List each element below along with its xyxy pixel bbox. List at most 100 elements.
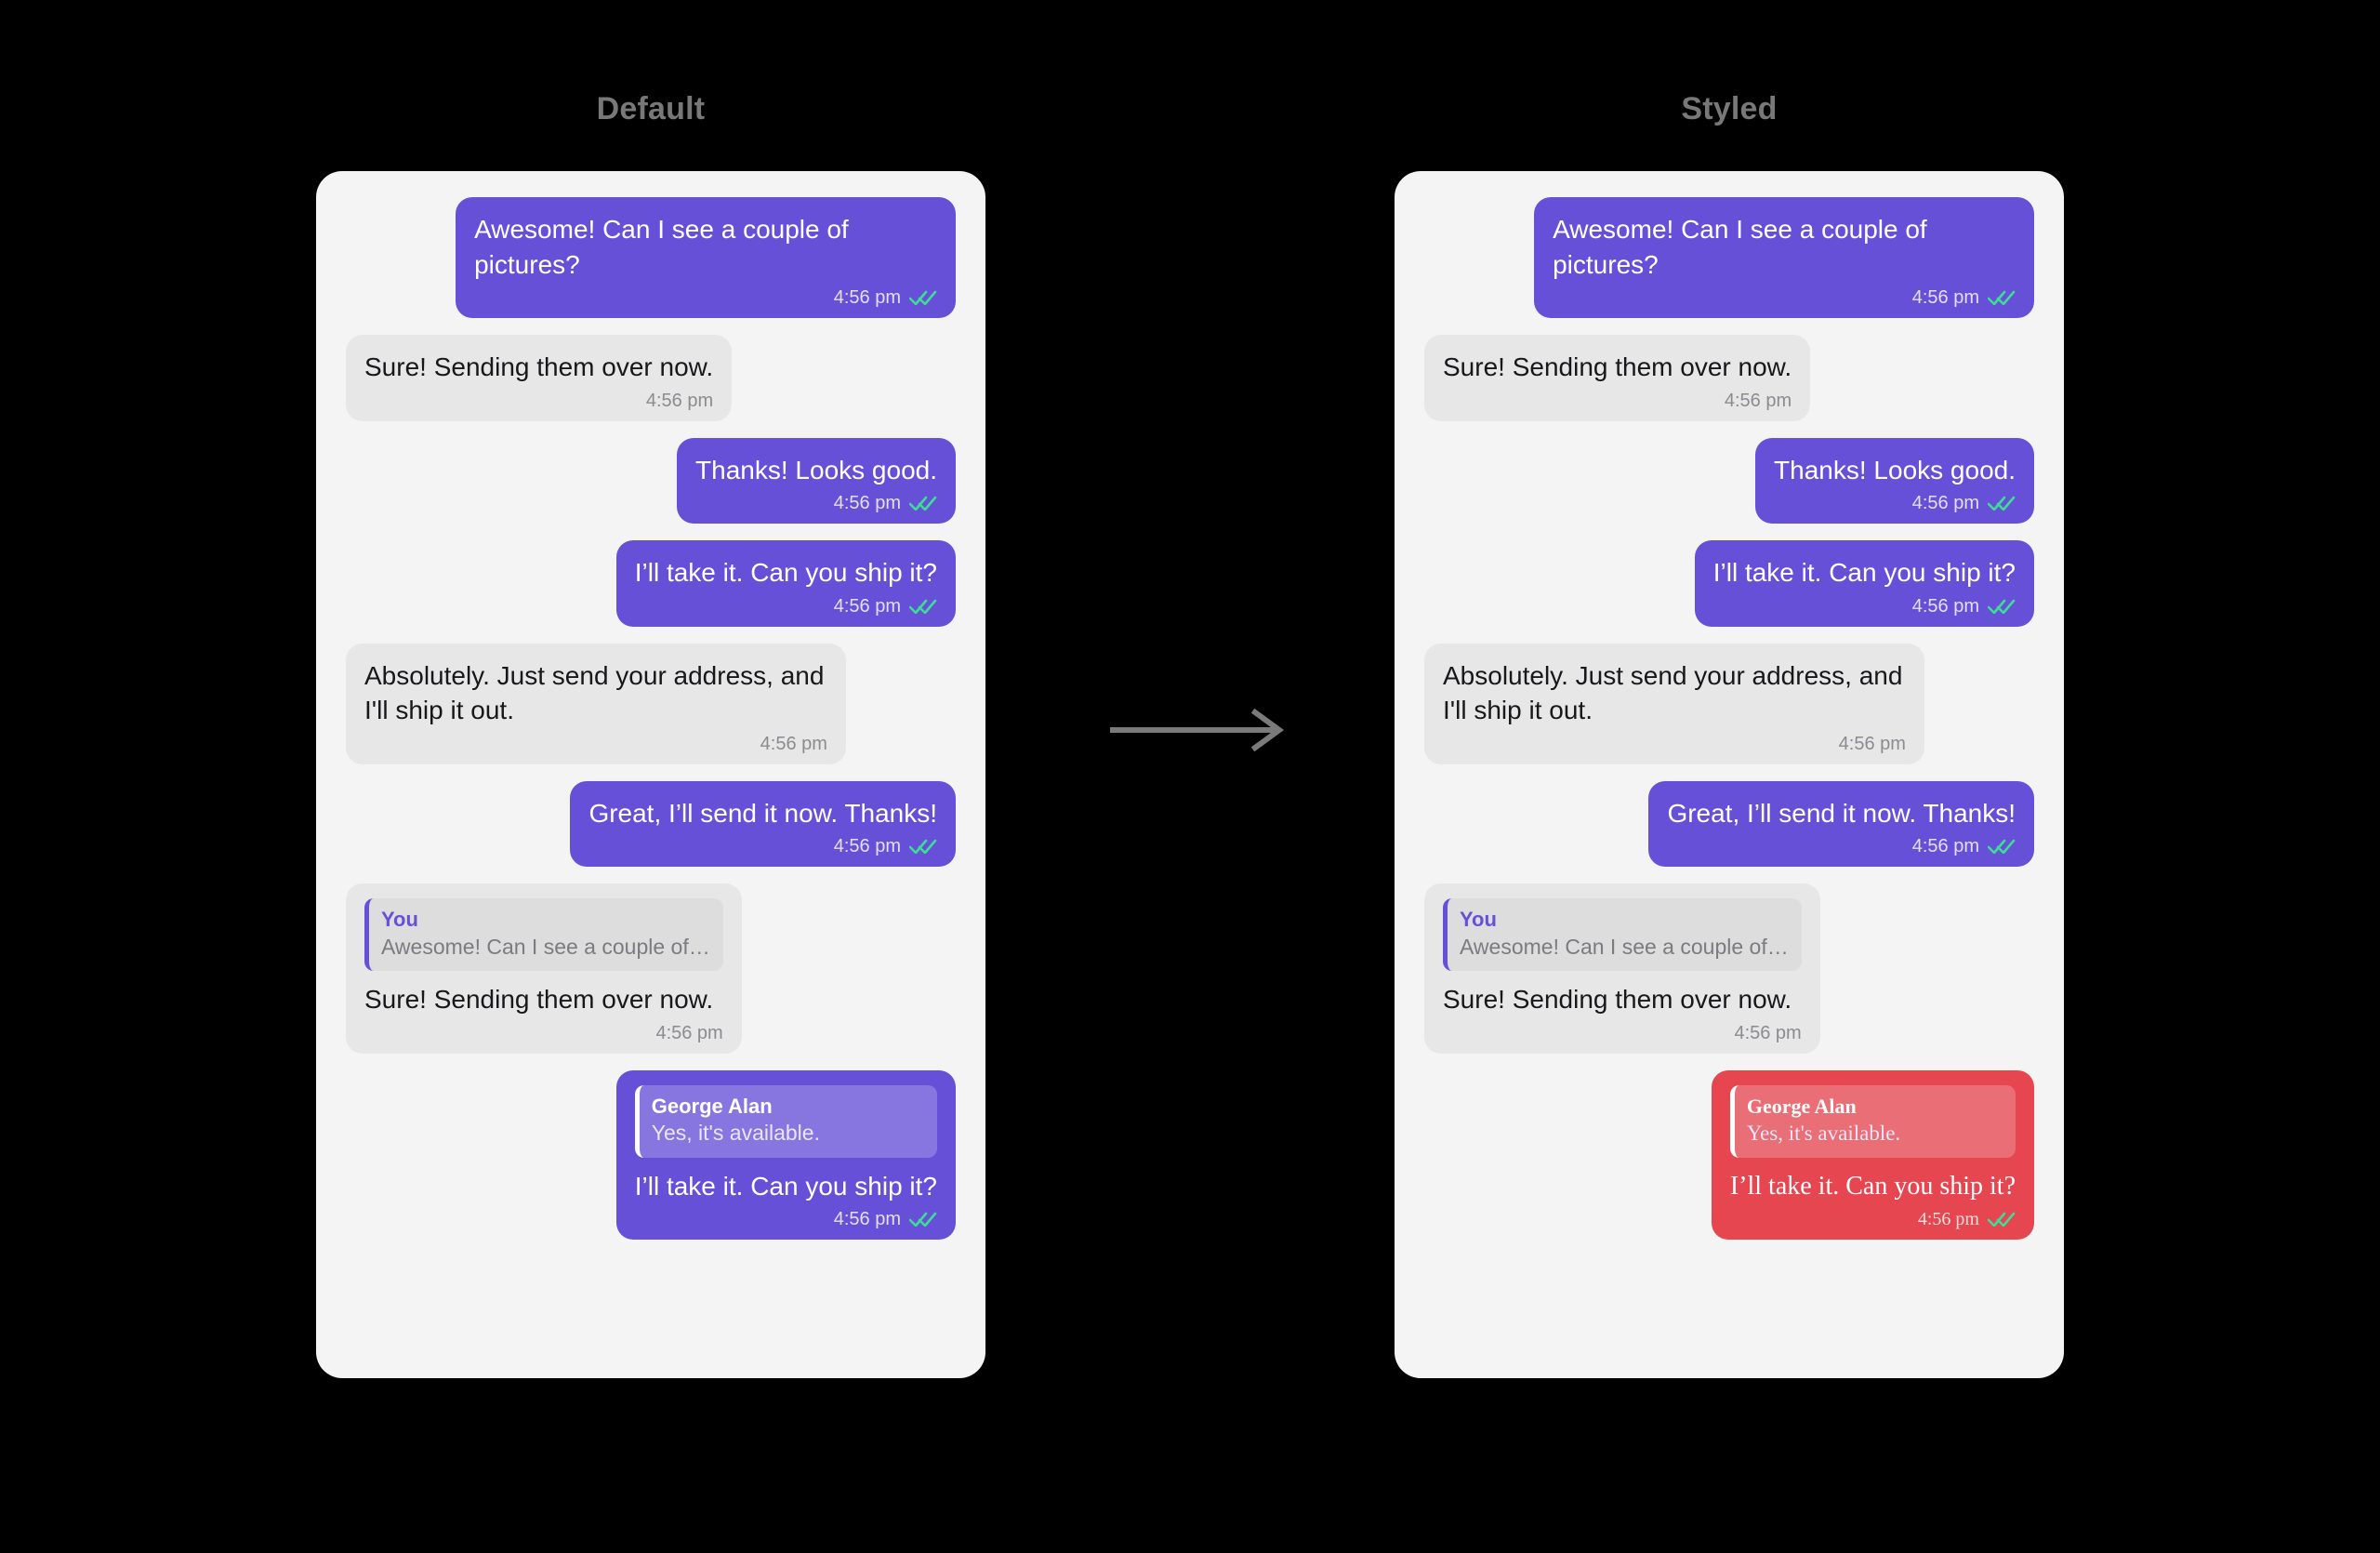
chat-panel-styled[interactable]: Awesome! Can I see a couple of pictures?… (1395, 171, 2064, 1378)
message-timestamp: 4:56 pm (833, 493, 901, 514)
message-row: Great, I’ll send it now. Thanks! 4:56 pm (1424, 780, 2034, 868)
double-check-icon (909, 290, 937, 306)
message-meta: 4:56 pm (1443, 735, 1906, 753)
message-meta: 4:56 pm (474, 288, 937, 307)
message-meta: 4:56 pm (364, 392, 713, 410)
message-meta: 4:56 pm (1443, 392, 1792, 410)
message-timestamp: 4:56 pm (655, 1022, 723, 1043)
message-meta: 4:56 pm (635, 597, 937, 616)
message-timestamp: 4:56 pm (833, 836, 901, 857)
message-bubble-out[interactable]: Great, I’ll send it now. Thanks! 4:56 pm (570, 780, 956, 868)
double-check-icon (1988, 839, 2016, 855)
message-timestamp: 4:56 pm (833, 287, 901, 309)
message-bubble-out[interactable]: Awesome! Can I see a couple of pictures?… (456, 197, 956, 319)
message-bubble-out[interactable]: I’ll take it. Can you ship it?4:56 pm (615, 540, 956, 627)
column-title-default: Default (596, 91, 706, 126)
message-text: Awesome! Can I see a couple of pictures? (1553, 215, 1935, 279)
message-meta: 4:56 pm (364, 735, 827, 753)
message-timestamp: 4:56 pm (1724, 390, 1792, 411)
quoted-reply-text: Yes, it's available. (1746, 1122, 1901, 1146)
message-timestamp: 4:56 pm (1917, 1209, 1979, 1230)
message-row: Thanks! Looks good. 4:56 pm (346, 437, 956, 524)
double-check-icon (909, 839, 937, 855)
quoted-reply-text: Awesome! Can I see a couple of… (1460, 934, 1789, 959)
quoted-reply-author: You (1460, 908, 1497, 932)
message-row: Absolutely. Just send your address, and … (346, 643, 956, 764)
message-meta: 4:56 pm (695, 494, 937, 512)
message-timestamp: 4:56 pm (833, 1209, 901, 1230)
double-check-icon (909, 496, 937, 511)
message-row: Absolutely. Just send your address, and … (1424, 643, 2034, 764)
message-bubble-in[interactable]: Absolutely. Just send your address, and … (346, 643, 846, 764)
message-text: Thanks! Looks good. (1774, 455, 2016, 484)
message-bubble-out[interactable]: Thanks! Looks good. 4:56 pm (677, 437, 956, 524)
double-check-icon (909, 1212, 937, 1228)
message-timestamp: 4:56 pm (833, 595, 901, 617)
message-bubble-out[interactable]: Great, I’ll send it now. Thanks! 4:56 pm (1648, 780, 2034, 868)
quoted-reply-text: Awesome! Can I see a couple of… (381, 934, 710, 959)
double-check-icon (1988, 599, 2016, 614)
message-bubble-in[interactable]: Sure! Sending them over now.4:56 pm (1424, 335, 1811, 421)
message-meta: 4:56 pm (1774, 494, 2016, 512)
column-title-styled: Styled (1681, 91, 1778, 126)
message-row: I’ll take it. Can you ship it? 4:56 pm (1424, 540, 2034, 627)
message-meta: 4:56 pm (1713, 597, 2016, 616)
message-row: Awesome! Can I see a couple of pictures?… (1424, 197, 2034, 319)
message-timestamp: 4:56 pm (1911, 836, 1979, 857)
quoted-reply-author: George Alan (651, 1094, 773, 1118)
message-bubble-out[interactable]: I’ll take it. Can you ship it? 4:56 pm (1694, 540, 2034, 627)
message-text: Great, I’ll send it now. Thanks! (1667, 798, 2016, 828)
arrow-right-icon (1110, 708, 1285, 752)
message-bubble-in[interactable]: Sure! Sending them over now.4:56 pm (346, 335, 733, 421)
quoted-reply-author: You (381, 908, 418, 932)
message-row: Great, I’ll send it now. Thanks! 4:56 pm (346, 780, 956, 868)
message-bubble-in[interactable]: Absolutely. Just send your address, and … (1424, 643, 1924, 764)
message-row: Awesome! Can I see a couple of pictures?… (346, 197, 956, 319)
message-meta: 4:56 pm (364, 1022, 723, 1043)
message-row: Thanks! Looks good. 4:56 pm (1424, 437, 2034, 524)
message-text: I’ll take it. Can you ship it? (1712, 558, 2016, 588)
message-text: Sure! Sending them over now. (364, 985, 714, 1015)
message-meta: 4:56 pm (1553, 288, 2016, 307)
message-timestamp: 4:56 pm (1911, 595, 1979, 617)
message-timestamp: 4:56 pm (760, 733, 827, 754)
message-text: Absolutely. Just send your address, and … (1443, 660, 1911, 725)
quoted-reply-text: Yes, it's available. (651, 1121, 820, 1146)
message-text: Sure! Sending them over now. (1443, 985, 1792, 1015)
double-check-icon (909, 599, 937, 614)
message-timestamp: 4:56 pm (1911, 493, 1979, 514)
message-bubble-out[interactable]: Thanks! Looks good. 4:56 pm (1755, 437, 2034, 524)
message-text: Great, I’ll send it now. Thanks! (588, 798, 937, 828)
message-text: Absolutely. Just send your address, and … (364, 660, 832, 725)
message-meta: 4:56 pm (588, 837, 937, 856)
message-timestamp: 4:56 pm (1911, 287, 1979, 309)
double-check-icon (1988, 290, 2016, 306)
message-timestamp: 4:56 pm (1734, 1022, 1802, 1043)
message-text: Thanks! Looks good. (695, 455, 937, 484)
message-meta: 4:56 pm (1443, 1022, 1802, 1043)
message-bubble-out[interactable]: Awesome! Can I see a couple of pictures?… (1534, 197, 2034, 319)
message-text: I’ll take it. Can you ship it? (634, 1171, 937, 1201)
message-row: Sure! Sending them over now.4:56 pm (346, 335, 956, 421)
message-timestamp: 4:56 pm (645, 390, 714, 411)
chat-panel-default[interactable]: Awesome! Can I see a couple of pictures?… (316, 171, 985, 1378)
message-row: I’ll take it. Can you ship it?4:56 pm (346, 540, 956, 627)
message-meta: 4:56 pm (1730, 1210, 2016, 1228)
message-timestamp: 4:56 pm (1838, 733, 1906, 754)
double-check-icon (1988, 496, 2016, 511)
message-meta: 4:56 pm (635, 1210, 937, 1228)
message-row: Sure! Sending them over now.4:56 pm (1424, 335, 2034, 421)
